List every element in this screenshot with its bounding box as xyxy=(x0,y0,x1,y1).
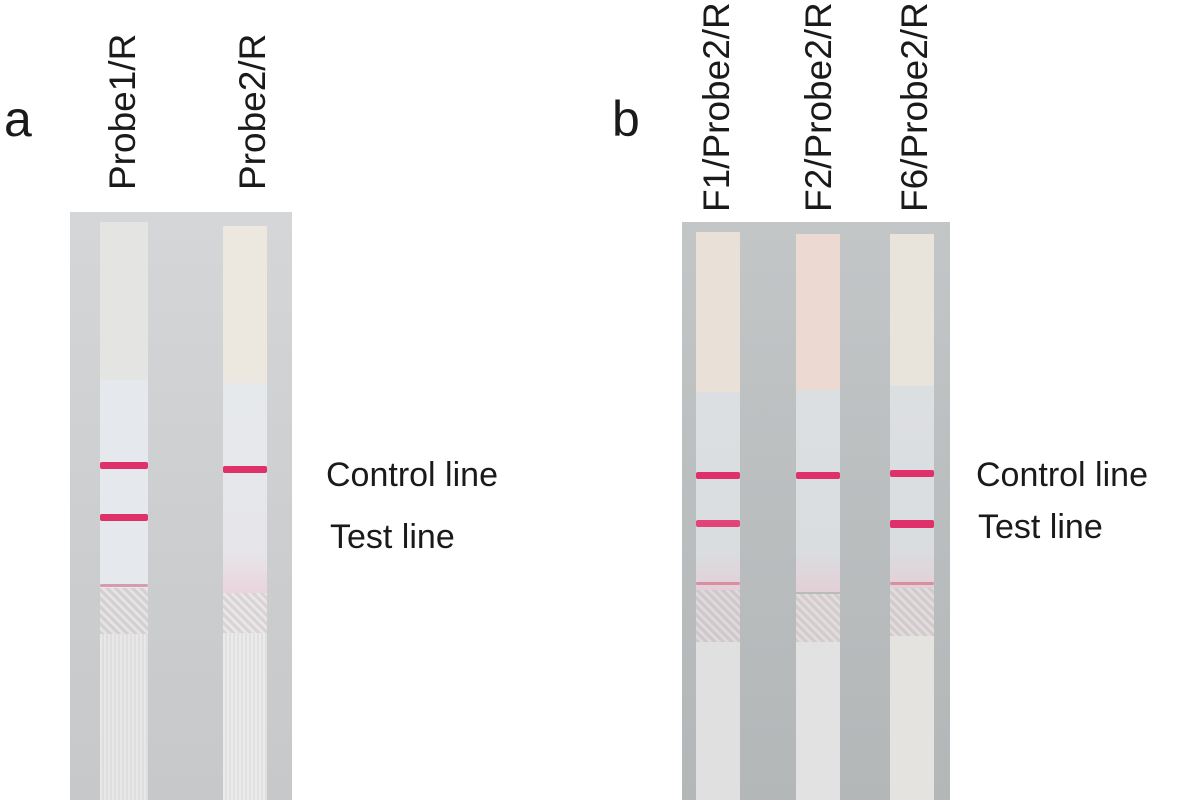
control-line xyxy=(100,462,148,469)
conjugate-pad xyxy=(223,593,267,633)
control-line xyxy=(696,472,740,479)
membrane xyxy=(100,380,148,590)
panel-letter-a: a xyxy=(4,91,32,147)
faint-line xyxy=(890,582,934,585)
sample-pad xyxy=(100,634,148,800)
test-line-label-b: Test line xyxy=(978,508,1103,546)
test-line xyxy=(890,520,934,528)
test-line xyxy=(696,520,740,527)
faint-line xyxy=(696,582,740,585)
membrane xyxy=(696,392,740,592)
sample-pad xyxy=(223,633,267,800)
membrane xyxy=(223,383,267,593)
panel-letter-b: b xyxy=(612,91,640,147)
test-strip-f2-probe2-r xyxy=(796,234,840,800)
absorbent-pad xyxy=(100,222,148,380)
membrane xyxy=(796,390,840,592)
control-line-label-a: Control line xyxy=(326,456,498,494)
membrane xyxy=(890,386,934,590)
test-line-label-a: Test line xyxy=(330,518,455,556)
test-line xyxy=(100,514,148,521)
photo-panel-a xyxy=(70,212,292,800)
conjugate-pad xyxy=(890,588,934,636)
control-line xyxy=(223,466,267,473)
control-line xyxy=(796,472,840,479)
absorbent-pad xyxy=(696,232,740,392)
control-line xyxy=(890,470,934,477)
sample-pad xyxy=(796,642,840,800)
test-strip-f1-probe2-r xyxy=(696,232,740,800)
control-line-label-b: Control line xyxy=(976,456,1148,494)
photo-panel-b xyxy=(682,222,950,800)
strip-label-f1-probe2-r: F1/Probe2/R xyxy=(696,2,737,212)
absorbent-pad xyxy=(796,234,840,390)
conjugate-pad xyxy=(100,588,148,634)
strip-label-f6-probe2-r: F6/Probe2/R xyxy=(894,2,935,212)
conjugate-pad xyxy=(796,594,840,642)
test-strip-probe1-r xyxy=(100,222,148,800)
conjugate-pad xyxy=(696,590,740,642)
faint-line xyxy=(100,584,148,587)
strip-label-f2-probe2-r: F2/Probe2/R xyxy=(798,2,839,212)
absorbent-pad xyxy=(223,226,267,383)
absorbent-pad xyxy=(890,234,934,386)
test-strip-f6-probe2-r xyxy=(890,234,934,800)
strip-label-probe2-r: Probe2/R xyxy=(232,33,273,190)
sample-pad xyxy=(696,642,740,800)
strip-label-probe1-r: Probe1/R xyxy=(102,33,143,190)
test-strip-probe2-r xyxy=(223,226,267,800)
sample-pad xyxy=(890,636,934,800)
